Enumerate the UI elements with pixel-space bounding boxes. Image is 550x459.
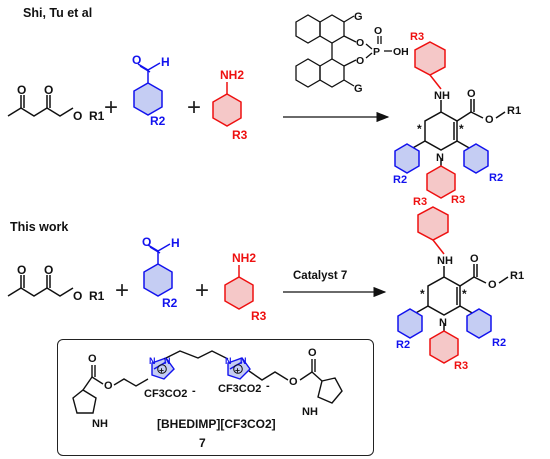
this-work-header: This work	[10, 220, 69, 234]
r1-group: R1	[89, 109, 105, 123]
catalyst-box	[57, 339, 374, 456]
benzaldehyde-top	[133, 62, 163, 116]
cat-right-ester-o: O	[289, 376, 298, 388]
product-bottom-r3-upper: R3	[413, 196, 427, 208]
aniline-top	[212, 82, 242, 127]
phosphate-oxygen-2: O	[356, 55, 364, 67]
catalyst-7-structure	[72, 350, 343, 414]
product-top-r3-upper: R3	[410, 31, 424, 43]
plus-sign-top-2: +	[187, 94, 202, 121]
cat-left-carbonyl-o: O	[88, 353, 97, 365]
counterion-left-charge: -	[192, 385, 196, 397]
aniline-bottom	[224, 265, 254, 310]
stereocenter-top-left: *	[417, 122, 422, 136]
amine-nh2: NH2	[220, 68, 244, 82]
aldehyde-hydrogen: H	[161, 55, 170, 69]
aldehyde-oxygen-bottom: O	[142, 235, 151, 249]
cat-imid-left-plus: +	[159, 365, 164, 375]
counterion-right-charge: -	[266, 380, 270, 392]
catalyst-arrow-label: Catalyst 7	[293, 270, 348, 282]
cat-right-carbonyl-o: O	[308, 347, 317, 359]
product-bottom-r2-left: R2	[396, 339, 410, 351]
acetoacetate-ester-top	[7, 95, 74, 117]
plus-sign-bottom-2: +	[195, 277, 210, 304]
r3-group-bottom: R3	[251, 309, 267, 323]
product-bottom-r3-lower: R3	[454, 360, 468, 372]
product-top-r1: R1	[507, 105, 521, 117]
ester-carbonyl-oxygen: O	[44, 83, 53, 97]
product-top-r2-left: R2	[393, 174, 407, 186]
benzaldehyde-bottom	[143, 243, 173, 297]
product-bottom-carbonyl-o: O	[470, 253, 479, 265]
plus-sign-top-1: +	[104, 94, 119, 121]
cat-right-proline-nh: NH	[302, 406, 318, 418]
product-top	[394, 41, 506, 199]
product-top-carbonyl-o: O	[467, 88, 476, 100]
product-top-ester-o: O	[485, 114, 494, 126]
cat-left-proline-nh: NH	[92, 418, 108, 430]
cat-imid-left-n1: N	[149, 356, 156, 366]
g-substituent-top: G	[354, 11, 363, 23]
phosphorus: P	[373, 46, 380, 58]
catalyst-number: 7	[199, 436, 206, 450]
product-bottom-r1: R1	[510, 270, 524, 282]
aldehyde-hydrogen-bottom: H	[171, 236, 180, 250]
counterion-left: CF3CO2	[144, 388, 188, 400]
binol-phosphoric-acid	[295, 14, 392, 88]
cat-imid-right-n1: N	[225, 356, 232, 366]
plus-sign-bottom-1: +	[115, 277, 130, 304]
product-bottom-ring-n: N	[439, 317, 447, 329]
ketone-oxygen: O	[17, 83, 26, 97]
r2-group: R2	[150, 114, 166, 128]
product-bottom-r2-right: R2	[492, 337, 506, 349]
cat-imid-left-n3: N	[164, 356, 171, 366]
g-substituent-bottom: G	[354, 83, 363, 95]
r3-group: R3	[232, 128, 248, 142]
ester-oxygen: O	[73, 109, 82, 123]
cat-imid-right-plus: +	[235, 365, 240, 375]
r1-group-bottom: R1	[89, 289, 105, 303]
literature-reference-header: Shi, Tu et al	[23, 6, 93, 20]
product-top-ring-n: N	[436, 152, 444, 164]
product-top-r3-lower: R3	[451, 194, 465, 206]
phosphoryl-oxygen: O	[374, 25, 382, 37]
phosphate-oh: OH	[393, 46, 409, 58]
amine-nh2-bottom: NH2	[232, 251, 256, 265]
catalyst-name: [BHEDIMP][CF3CO2]	[157, 417, 276, 431]
r2-group-bottom: R2	[162, 296, 178, 310]
aldehyde-oxygen: O	[132, 53, 141, 67]
phosphate-oxygen-1: O	[356, 37, 364, 49]
ester-oxygen-bottom: O	[73, 289, 82, 303]
acetoacetate-ester-bottom	[7, 275, 74, 297]
stereocenter-bottom-left: *	[420, 287, 425, 301]
stereocenter-top-right: *	[459, 122, 464, 136]
ester-carbonyl-oxygen-bottom: O	[44, 263, 53, 277]
stereocenter-bottom-right: *	[462, 287, 467, 301]
cat-imid-right-n3: N	[240, 356, 247, 366]
counterion-right: CF3CO2	[218, 383, 262, 395]
product-top-nh: NH	[434, 90, 450, 102]
ketone-oxygen-bottom: O	[17, 263, 26, 277]
product-top-r2-right: R2	[489, 172, 503, 184]
product-bottom-ester-o: O	[488, 279, 497, 291]
cat-left-ester-o: O	[104, 380, 113, 392]
product-bottom-nh: NH	[437, 255, 453, 267]
product-bottom	[397, 206, 509, 364]
